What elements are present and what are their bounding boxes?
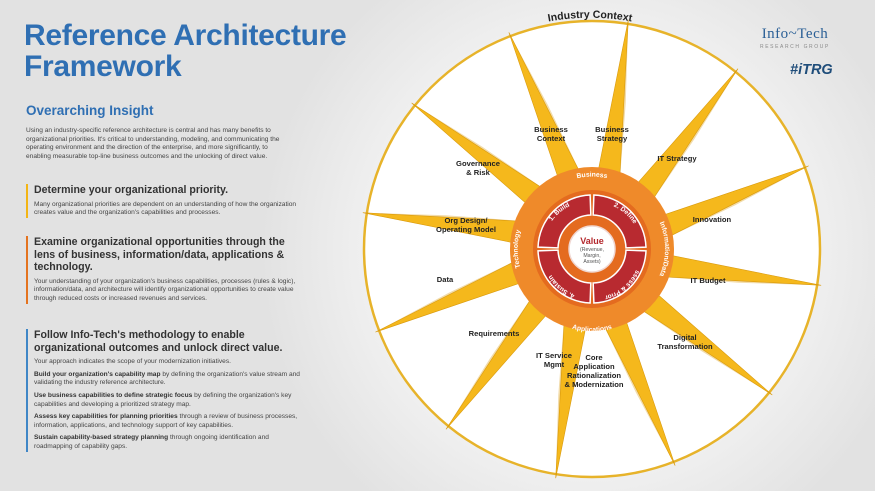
petal-label-10-1: Operating Model [436,225,496,234]
infotech-logo: Info~Tech RESEARCH GROUP [760,26,830,50]
section-opportunities-body: Your understanding of your organization'… [34,277,296,302]
petal-shade-7 [555,307,565,479]
petal-label-5-0: Digital [673,333,696,342]
methodology-step-assess: Assess key capabilities for planning pri… [34,413,302,430]
methodology-step-define: Use business capabilities to define stra… [34,392,302,409]
itrg-logo: #iTRG [790,62,833,78]
section-methodology: Follow Info-Tech's methodology to enable… [26,329,302,452]
value-title: Value [580,236,604,246]
segment-3 [537,249,592,304]
ring-label-business: Business [576,172,608,181]
methodology-step-build: Build your organization's capability map… [34,371,302,388]
page-title: Reference Architecture Framework [24,19,347,83]
petal-label-10-0: Org Design/ [444,216,488,225]
petal-label-6-0: Core [585,353,602,362]
petal-label-5-1: Transformation [657,342,713,351]
step-define-bold: Use business capabilities to define stra… [34,391,193,399]
petal-label-8-0: Requirements [469,329,520,338]
value-core [568,225,616,273]
petal-label-0-1: Context [537,134,566,143]
segment-0 [537,194,592,249]
petal-label-3-0: Innovation [693,215,732,224]
step-build-bold: Build your organization's capability map [34,370,161,378]
segment-1 [592,194,647,249]
title-line-2: Framework [24,50,182,83]
section-methodology-heading: Follow Info-Tech's methodology to enable… [34,329,283,354]
petal-label-1-0: Business [595,125,629,134]
petal-label-0-0: Business [534,125,568,134]
petal-label-7-1: Mgmt [544,360,565,369]
value-sub-2: Margin, [583,253,600,259]
petal-label-6-2: Rationalization [567,371,621,380]
step-define-rest: by defining the organization's key capab… [34,391,292,408]
petal-group [362,19,822,479]
petal-shade-5 [628,301,773,396]
petal-label-2-0: IT Strategy [657,154,697,163]
methodology-step-sustain: Sustain capability-based strategy planni… [34,434,302,451]
petal-shade-9 [375,254,529,333]
section-priority: Determine your organizational priority. … [26,184,302,218]
step-build-rest: by defining the organization's value str… [34,370,300,387]
petal-shade-0 [508,32,587,186]
step-assess-rest: through a review of business processes, … [34,413,298,429]
title-line-1: Reference Architecture [24,19,347,52]
petal-shade-3 [655,165,809,244]
insight-intro: Using an industry-specific reference arc… [26,127,280,160]
section-opportunities-heading: Examine organizational opportunities thr… [34,236,285,274]
section-priority-body: Many organizational priorities are depen… [34,200,297,217]
segment-group [537,194,647,304]
value-sub-3: Assets) [583,259,601,265]
step-sustain-rest: through ongoing identification and roadm… [34,434,269,450]
insight-heading: Overarching Insight [26,103,154,118]
infotech-logo-name: Info~Tech [761,26,829,42]
petal-shade-11 [411,102,556,197]
ring-label-technology: Technology [513,229,523,269]
step-assess-bold: Assess key capabilities for planning pri… [34,413,178,421]
petal-shade-2 [644,68,739,213]
petal-shade-4 [650,276,822,286]
petal-label-7-0: IT Service [536,351,572,360]
petal-label-4-0: IT Budget [690,276,725,285]
section-methodology-body: Your approach indicates the scope of you… [34,358,231,366]
segment-2 [592,249,647,304]
section-priority-heading: Determine your organizational priority. [34,184,229,196]
petal-label-11-0: Governance [456,159,500,168]
petal-label-11-1: & Risk [466,168,490,177]
industry-context-label: Industry Context [547,9,634,25]
step-sustain-bold: Sustain capability-based strategy planni… [34,434,169,442]
petal-shade-6 [597,312,676,466]
infotech-logo-sub: RESEARCH GROUP [760,44,830,50]
value-sub-1: (Revenue, [580,247,604,253]
petal-label-9-0: Data [437,275,454,284]
petal-shade-10 [362,212,534,222]
ring-label-applications: Applications [571,324,613,334]
petal-shade-8 [445,285,540,430]
petal-shade-1 [619,19,629,191]
petal-label-1-1: Strategy [597,134,628,143]
petal-label-6-1: Application [573,362,615,371]
section-opportunities: Examine organizational opportunities thr… [26,236,302,304]
petal-label-6-3: & Modernization [564,380,623,389]
